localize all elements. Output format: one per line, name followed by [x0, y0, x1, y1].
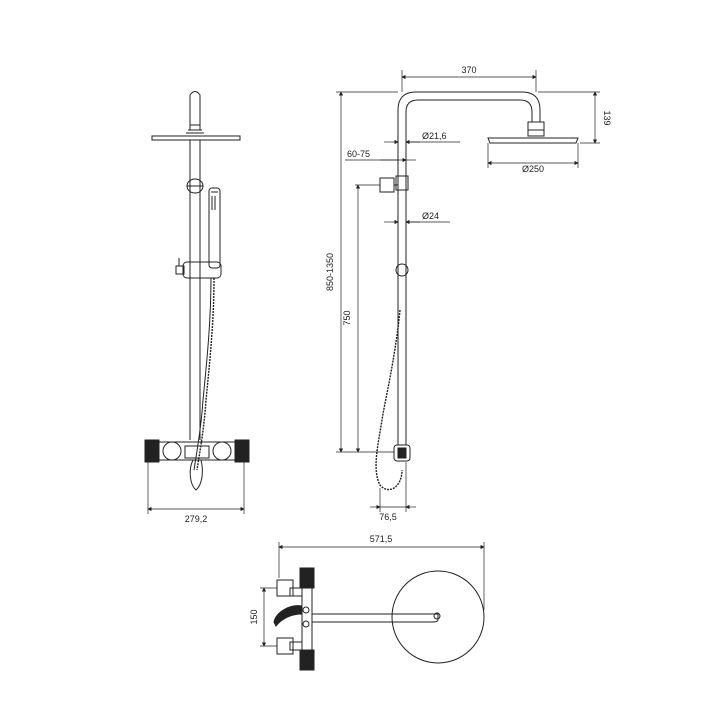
hand-shower-front: [208, 187, 221, 269]
dim-plan-spacing: 150: [249, 609, 259, 624]
dim-rail-height: 750: [342, 310, 352, 325]
dim-wall-offset: 60-75: [347, 149, 370, 159]
plan-view: 571,5 150: [249, 534, 485, 671]
dim-plan-width: 571,5: [370, 534, 393, 544]
side-view: 370 139 Ø250 Ø21,6 60-75 Ø24 850-1350: [325, 65, 612, 522]
shower-head-side: [487, 137, 579, 144]
front-view: 279,2: [144, 91, 250, 524]
dim-arm-length: 370: [461, 65, 476, 75]
dim-depth-side: 76,5: [379, 512, 397, 522]
dim-head-diameter: Ø250: [522, 164, 544, 174]
dim-width-front: 279,2: [185, 514, 208, 524]
shower-head-plan: [391, 570, 485, 664]
shower-head-front: [151, 135, 241, 141]
dim-pipe-bottom: Ø24: [422, 211, 439, 221]
hose-side: [375, 309, 403, 491]
slider-front: [182, 261, 222, 279]
dim-total-height: 850-1350: [325, 253, 335, 291]
knob-bottom-plan: [276, 637, 294, 655]
hose-front: [196, 277, 215, 471]
riser-arm-side: [397, 91, 541, 180]
dim-head-height: 139: [602, 110, 612, 125]
dim-pipe-top: Ø21,6: [422, 131, 447, 141]
slider-side: [395, 263, 409, 277]
